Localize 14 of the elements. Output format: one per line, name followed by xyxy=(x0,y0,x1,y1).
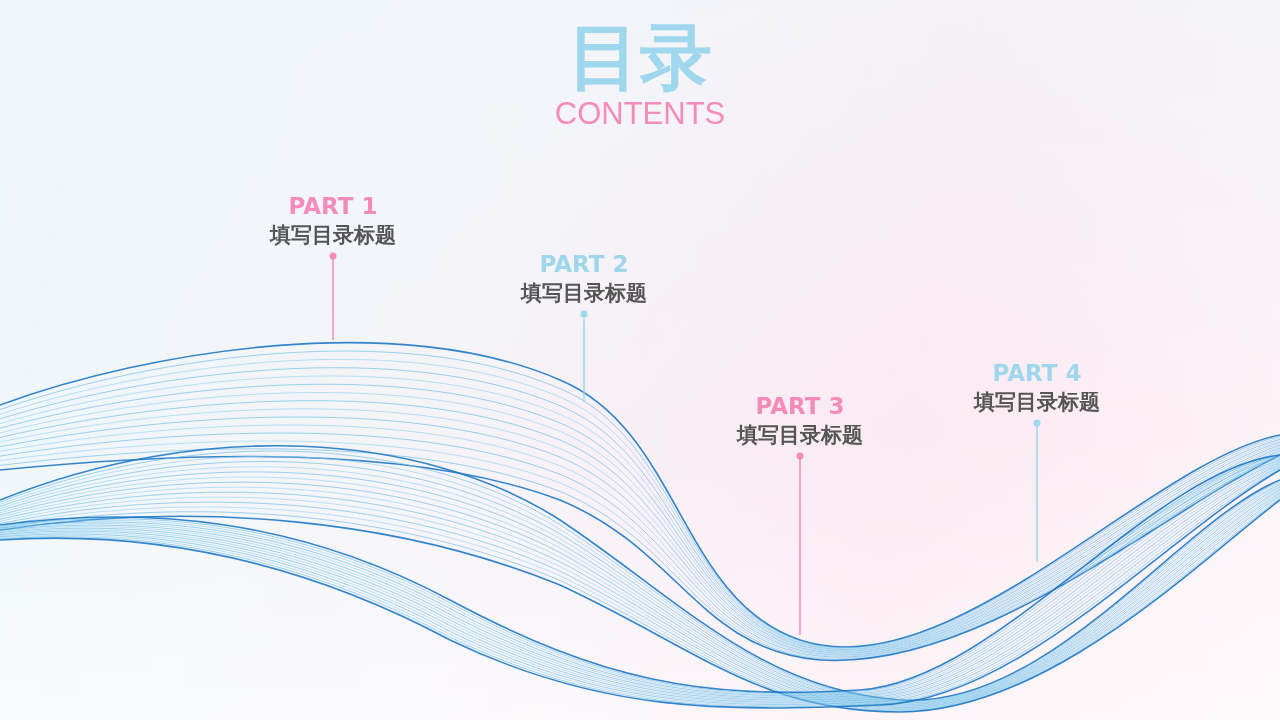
section-title: 填写目录标题 xyxy=(737,422,863,449)
part-number: PART 4 xyxy=(992,359,1082,387)
subtitle: CONTENTS xyxy=(554,96,726,131)
leader-line xyxy=(580,310,588,403)
section-title: 填写目录标题 xyxy=(270,222,396,249)
title: 目录 xyxy=(568,15,712,99)
leader-line xyxy=(796,452,804,636)
section-title: 填写目录标题 xyxy=(521,280,647,307)
leader-line xyxy=(329,252,337,341)
part-number: PART 1 xyxy=(288,192,378,220)
section-title: 填写目录标题 xyxy=(974,389,1100,416)
part-number: PART 2 xyxy=(539,250,629,278)
leader-line xyxy=(1033,419,1041,563)
part-number: PART 3 xyxy=(755,392,845,420)
